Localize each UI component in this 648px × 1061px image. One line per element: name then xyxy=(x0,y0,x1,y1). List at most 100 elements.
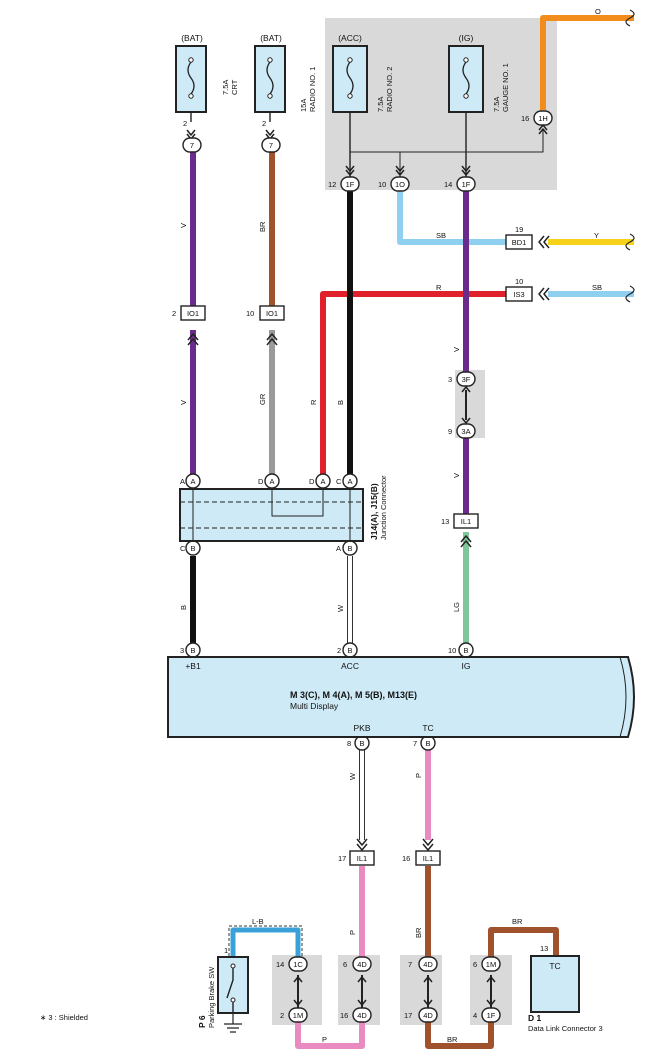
mpin-B2: B xyxy=(347,646,352,655)
label-p1: P xyxy=(414,773,423,778)
pin-3A: 3A xyxy=(461,427,470,436)
jpin-Ac: A xyxy=(320,477,325,486)
jpin-D2: D xyxy=(309,477,315,486)
break-sb xyxy=(625,285,635,303)
md-term-pkb: PKB xyxy=(353,723,370,733)
fuse-gauge xyxy=(448,45,484,113)
chev-bottom xyxy=(293,976,496,1006)
label-o: O xyxy=(595,7,601,16)
cpin-17: 17 xyxy=(404,1011,412,1020)
cpin-4D: 4D xyxy=(357,960,367,969)
label-gr: GR xyxy=(258,393,267,405)
jpin-Ad: A xyxy=(347,477,352,486)
source-ig: (IG) xyxy=(459,33,474,43)
md-term-b1: +B1 xyxy=(185,661,201,671)
fuse-block-bus xyxy=(350,130,544,178)
md-term-ig: IG xyxy=(462,661,471,671)
cpin-6: 6 xyxy=(343,960,347,969)
pin-12: 12 xyxy=(328,180,336,189)
pin-2c: 2 xyxy=(172,309,176,318)
wire-lb xyxy=(230,927,301,958)
jpin-A: A xyxy=(190,477,195,486)
cpin-4Dc: 4D xyxy=(423,960,433,969)
dlc-body xyxy=(530,955,580,1013)
jpin-C2: C xyxy=(180,544,186,553)
fuse-radio1-name: RADIO NO. 1 xyxy=(308,67,317,112)
pin-7a: 7 xyxy=(190,141,194,150)
label-br3: BR xyxy=(512,917,523,926)
fuse-radio2-amp: 7.5A xyxy=(376,97,385,112)
wire-br-dlc xyxy=(488,927,559,960)
label-r2: R xyxy=(436,283,442,292)
label-lb: L-B xyxy=(252,917,264,926)
fuse-gauge-amp: 7.5A xyxy=(492,97,501,112)
jpin-C1: C xyxy=(336,477,342,486)
fuse-crt-amp: 7.5A xyxy=(221,80,230,95)
jpin-B1: B xyxy=(190,544,195,553)
jpin-B2: B xyxy=(347,544,352,553)
label-y: Y xyxy=(594,231,599,240)
pin-3F: 3F xyxy=(462,375,471,384)
pin-3: 3 xyxy=(448,375,452,384)
label-b1: B xyxy=(336,400,345,405)
chev-4 xyxy=(395,165,405,176)
mpin-8: 8 xyxy=(347,739,351,748)
pin-13: 13 xyxy=(441,517,449,526)
cpin-4Dd: 4D xyxy=(423,1011,433,1020)
mpin-3: 3 xyxy=(180,646,184,655)
label-sb1: SB xyxy=(436,231,446,240)
pin-16: 16 xyxy=(521,114,529,123)
pin-1O: 1O xyxy=(395,180,405,189)
chev-is3 xyxy=(538,287,550,301)
footnote: ∗ 3 : Shielded xyxy=(40,1013,88,1022)
pin-16b: 16 xyxy=(402,854,410,863)
junction-connector xyxy=(179,488,364,542)
dlc-terminal: TC xyxy=(549,961,560,971)
fuse-leads xyxy=(190,112,467,178)
junction-id: J14(A), J15(B) xyxy=(369,483,379,540)
cpin-4Db: 4D xyxy=(357,1011,367,1020)
cpin-4: 4 xyxy=(473,1011,477,1020)
mpin-7: 7 xyxy=(413,739,417,748)
wire-r xyxy=(320,291,506,480)
multi-display-break xyxy=(619,656,627,738)
tag-is3: IS3 xyxy=(513,290,524,299)
label-b2: B xyxy=(179,605,188,610)
chev-io1b xyxy=(266,333,278,346)
fuse-crt-name: CRT xyxy=(230,79,239,95)
tag-il1c: IL1 xyxy=(423,854,433,863)
fuse-radio xyxy=(332,45,368,113)
fuse-crt xyxy=(175,45,207,113)
label-r1: R xyxy=(309,399,318,405)
pin-10b: 10 xyxy=(515,277,523,286)
pin-7b: 7 xyxy=(269,141,273,150)
label-w1: W xyxy=(336,604,345,612)
mpin-B5: B xyxy=(425,739,430,748)
wire-o xyxy=(540,15,634,110)
chev-bd1 xyxy=(538,235,550,249)
md-term-tc: TC xyxy=(422,723,433,733)
label-br2: BR xyxy=(414,927,423,938)
chev-io1a xyxy=(187,333,199,346)
md-term-acc: ACC xyxy=(341,661,359,671)
jpin-Ab: A xyxy=(269,477,274,486)
cpin-1M: 1M xyxy=(293,1011,303,1020)
pin-1F-b: 1F xyxy=(462,180,471,189)
mpin-B4: B xyxy=(359,739,364,748)
pb-pin-1: 1 xyxy=(224,946,228,955)
label-br1: BR xyxy=(258,221,267,232)
label-sb2: SB xyxy=(592,283,602,292)
cpin-1F: 1F xyxy=(487,1011,496,1020)
tag-il1b: IL1 xyxy=(357,854,367,863)
cpin-2: 2 xyxy=(280,1011,284,1020)
pin-10: 10 xyxy=(378,180,386,189)
parking-brake-switch xyxy=(217,956,249,1033)
mpin-10: 10 xyxy=(448,646,456,655)
cpin-1C: 1C xyxy=(293,960,303,969)
pb-id: P 6 xyxy=(197,1015,207,1028)
pin-2a: 2 xyxy=(183,119,187,128)
label-lg: LG xyxy=(452,602,461,612)
pb-name: Parking Brake SW xyxy=(207,966,216,1028)
tag-io1b: IO1 xyxy=(266,309,278,318)
multi-display-body xyxy=(167,656,635,738)
